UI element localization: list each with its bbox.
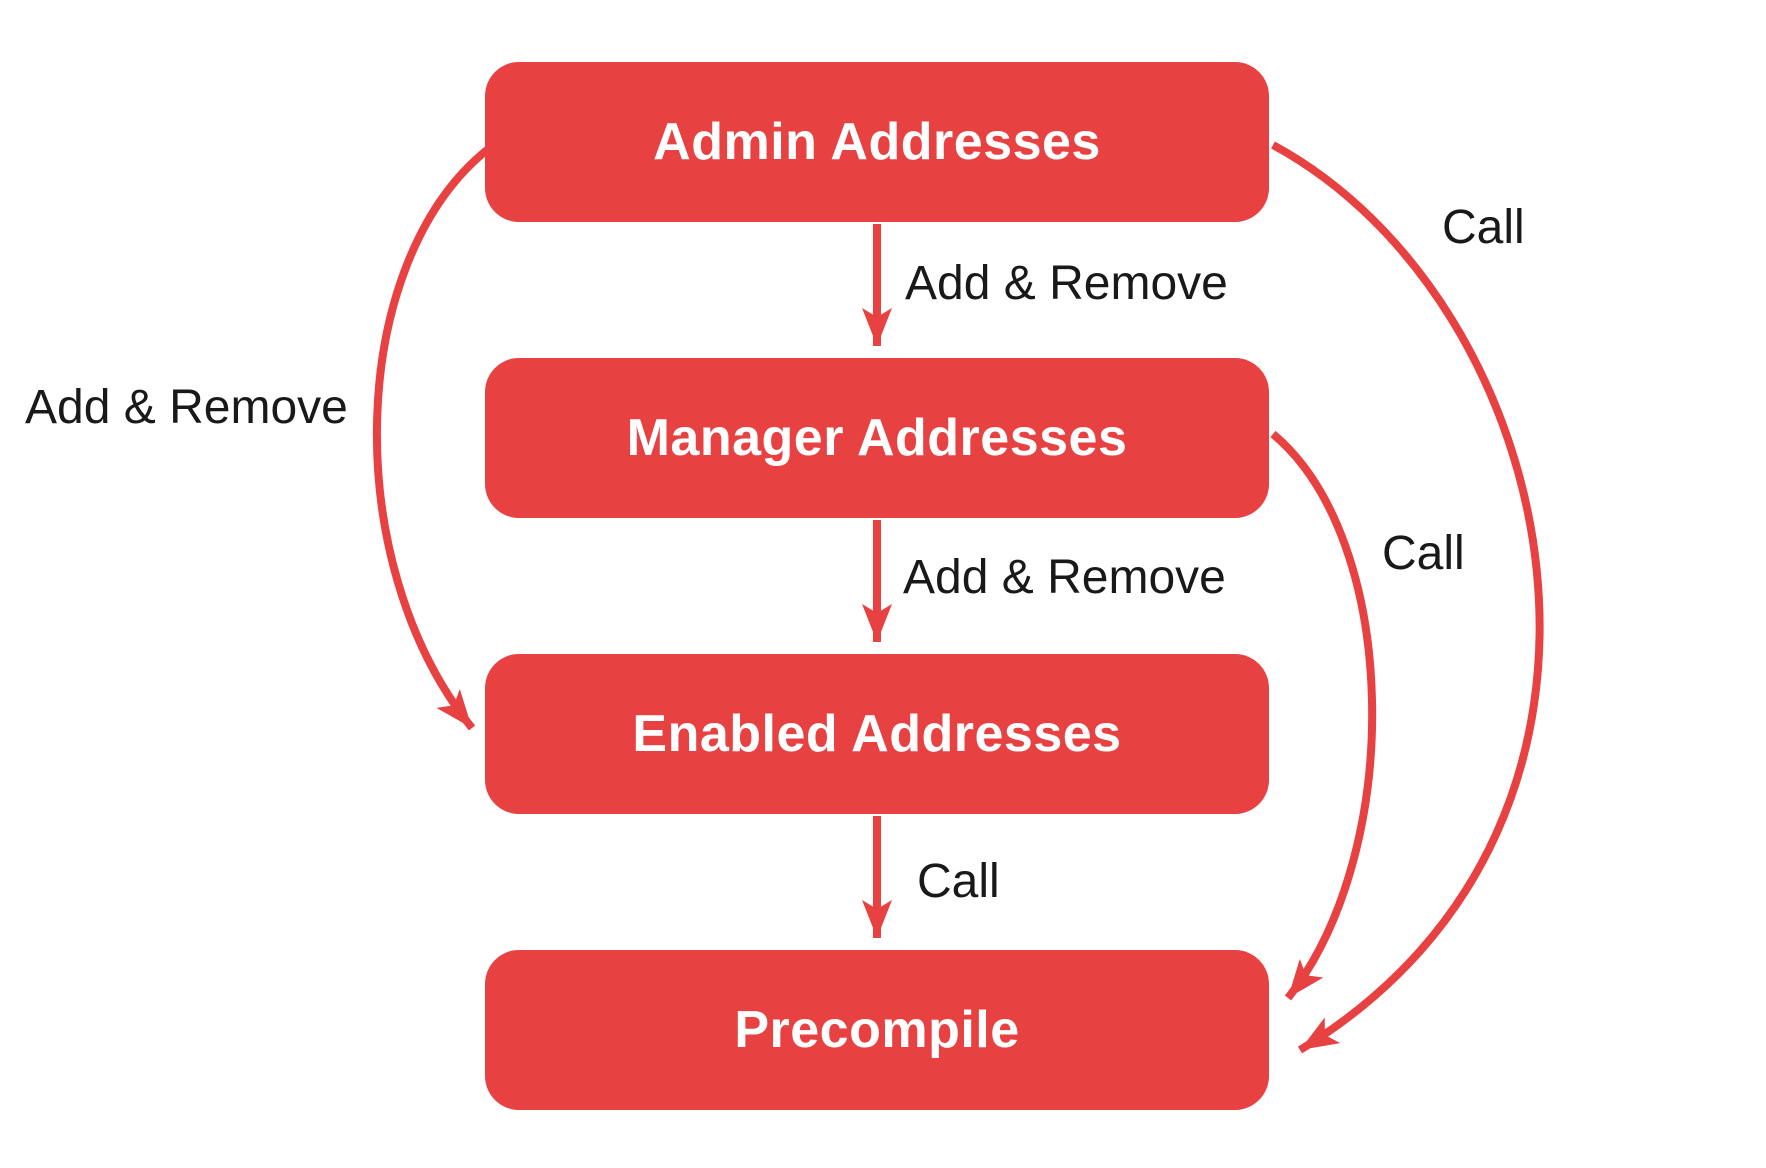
edge-label-enabled-to-precompile: Call [917, 855, 1000, 908]
node-precompile: Precompile [485, 950, 1269, 1110]
node-manager-addresses: Manager Addresses [485, 358, 1269, 518]
node-enabled-addresses: Enabled Addresses [485, 654, 1269, 814]
node-manager-addresses-label: Manager Addresses [626, 409, 1128, 467]
node-admin-addresses-label: Admin Addresses [653, 113, 1101, 171]
arrow-manager-to-precompile [1270, 430, 1377, 1001]
arrow-admin-to-precompile [1271, 141, 1544, 1054]
edge-label-manager-to-enabled: Add & Remove [903, 551, 1226, 604]
edge-label-admin-to-enabled: Add & Remove [25, 381, 348, 434]
edge-label-admin-to-manager: Add & Remove [905, 257, 1228, 310]
edge-label-manager-to-precompile: Call [1382, 527, 1465, 580]
node-enabled-addresses-label: Enabled Addresses [632, 705, 1122, 763]
node-admin-addresses: Admin Addresses [485, 62, 1269, 222]
node-precompile-label: Precompile [734, 1001, 1020, 1059]
edge-label-admin-to-precompile: Call [1442, 201, 1525, 254]
arrow-admin-to-enabled [372, 146, 490, 731]
